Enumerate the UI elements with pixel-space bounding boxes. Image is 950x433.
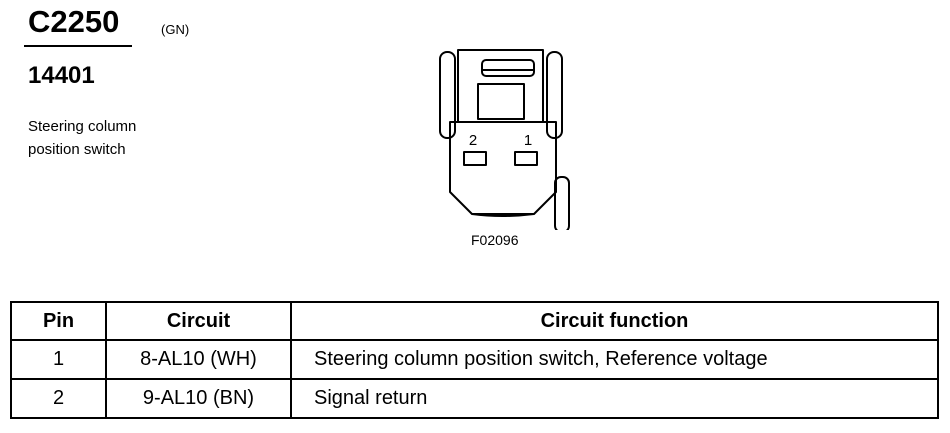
top-slot	[481, 59, 535, 77]
table-row: 1 8-AL10 (WH) Steering column position s…	[10, 339, 939, 380]
figure-id: F02096	[471, 232, 519, 248]
description-line-1: Steering column	[28, 118, 137, 135]
pin-cell: 1	[10, 339, 107, 380]
table-header-row: Pin Circuit Circuit function	[10, 301, 939, 341]
pin-cavity-2	[463, 151, 487, 166]
right-latch-arm	[546, 51, 563, 139]
pin-cavity-1	[514, 151, 538, 166]
header-circuit-function: Circuit function	[290, 301, 939, 341]
left-latch-arm	[439, 51, 456, 139]
function-cell: Signal return	[290, 378, 939, 419]
lower-right-tab	[554, 176, 570, 230]
circuit-cell: 8-AL10 (WH)	[105, 339, 292, 380]
pin-cell: 2	[10, 378, 107, 419]
header-circuit: Circuit	[105, 301, 292, 341]
component-description: Steering column position switch	[28, 115, 198, 161]
connector-id-underline	[24, 45, 132, 47]
color-code: (GN)	[161, 22, 190, 37]
pin-label-1: 1	[524, 132, 532, 149]
body-bottom-edge	[471, 213, 535, 217]
part-number: 14401	[28, 62, 95, 89]
table-row: 2 9-AL10 (BN) Signal return	[10, 378, 939, 419]
connector-face-diagram: 2 1	[439, 49, 570, 230]
lock-window	[477, 83, 525, 120]
function-cell: Steering column position switch, Referen…	[290, 339, 939, 380]
connector-main-body	[449, 121, 557, 215]
pinout-table: Pin Circuit Circuit function 1 8-AL10 (W…	[10, 301, 939, 419]
connector-id: C2250	[28, 4, 120, 39]
description-line-2: position switch	[28, 141, 126, 158]
circuit-cell: 9-AL10 (BN)	[105, 378, 292, 419]
pin-label-2: 2	[469, 132, 477, 149]
header-pin: Pin	[10, 301, 107, 341]
